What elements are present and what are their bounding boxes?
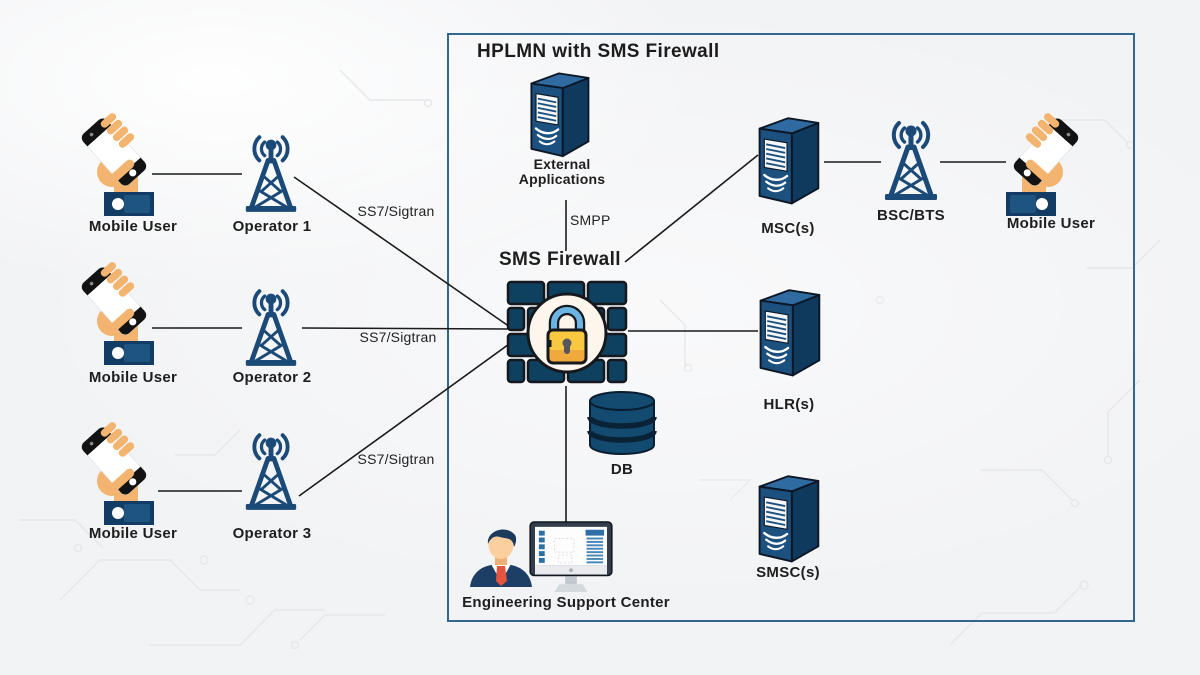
- external-applications-label: External Applications: [518, 156, 606, 188]
- msc-server-icon: [752, 110, 824, 206]
- mobile-user-3-icon: [78, 421, 156, 525]
- external-applications-server-icon: [524, 66, 594, 158]
- diagram-title: HPLMN with SMS Firewall: [477, 41, 720, 62]
- hlr-server-icon: [753, 282, 825, 378]
- ss7-sigtran-label-2: SS7/Sigtran: [359, 329, 437, 345]
- bsc-bts-tower-icon: [879, 120, 943, 204]
- mobile-user-1-icon: [78, 112, 156, 216]
- engineering-support-center-label: Engineering Support Center: [462, 594, 670, 611]
- msc-label: MSC(s): [761, 220, 815, 237]
- mobile-user-3-label: Mobile User: [88, 525, 178, 542]
- smpp-label: SMPP: [570, 212, 611, 228]
- hlr-label: HLR(s): [763, 396, 815, 413]
- database-icon: [586, 391, 658, 457]
- smsc-label: SMSC(s): [756, 564, 820, 581]
- db-label: DB: [610, 461, 634, 478]
- ss7-sigtran-label-3: SS7/Sigtran: [357, 451, 435, 467]
- mobile-user-right-icon: [1004, 112, 1082, 216]
- mobile-user-right-label: Mobile User: [1006, 215, 1096, 232]
- operator-1-tower-icon: [240, 134, 302, 216]
- operator-1-label: Operator 1: [232, 218, 312, 235]
- hplmn-boundary-box: [447, 33, 1135, 622]
- mobile-user-2-label: Mobile User: [88, 369, 178, 386]
- ss7-sigtran-label-1: SS7/Sigtran: [357, 203, 435, 219]
- bsc-bts-label: BSC/BTS: [877, 207, 945, 224]
- monitor-icon: [529, 521, 613, 593]
- smsc-server-icon: [752, 468, 824, 564]
- support-agent-icon: [468, 524, 534, 592]
- mobile-user-2-icon: [78, 261, 156, 365]
- mobile-user-1-label: Mobile User: [88, 218, 178, 235]
- operator-2-tower-icon: [240, 288, 302, 370]
- operator-3-label: Operator 3: [232, 525, 312, 542]
- operator-2-label: Operator 2: [232, 369, 312, 386]
- sms-firewall-label: SMS Firewall: [498, 249, 621, 270]
- operator-3-tower-icon: [240, 432, 302, 514]
- sms-firewall-icon: [506, 280, 628, 386]
